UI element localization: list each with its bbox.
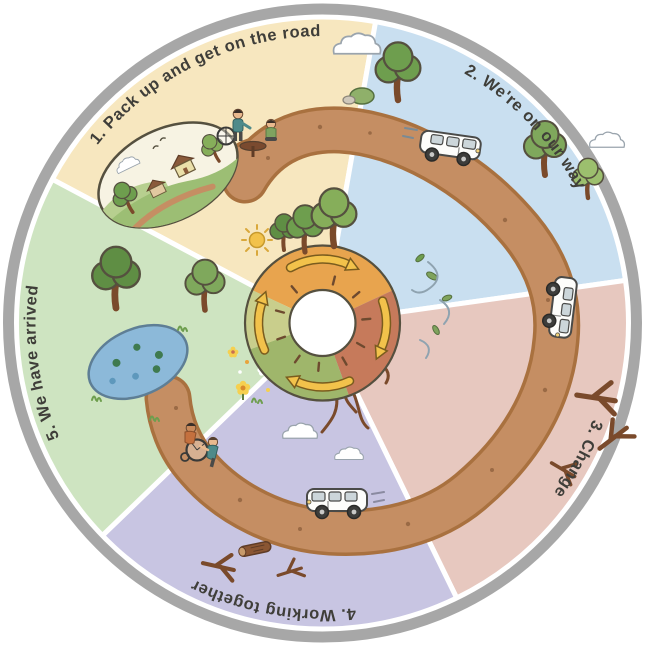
person-crouching-icon — [265, 118, 277, 141]
sun-icon — [241, 224, 273, 256]
wind-icon — [411, 261, 451, 359]
road-speckles — [174, 124, 550, 531]
hub-arc-orange — [252, 246, 393, 311]
motion-lines — [371, 491, 385, 503]
outer-ring — [3, 3, 642, 643]
leaves-icon — [415, 253, 453, 336]
people-at-table-icon — [216, 108, 277, 157]
house-icon — [170, 154, 197, 179]
flowers-icon — [227, 338, 272, 404]
pond-icon — [87, 323, 189, 401]
house-icon — [146, 179, 167, 199]
hub-outer-outline — [243, 244, 402, 402]
cycle-hub — [243, 244, 402, 402]
rock-icon — [342, 95, 356, 105]
wheelchair-people-icon — [180, 422, 219, 468]
hub-arc-green — [250, 333, 349, 400]
hub-arc-salmon — [332, 290, 400, 396]
hub-figure-marks — [274, 275, 372, 372]
birds-icon — [152, 137, 166, 150]
road-path — [148, 109, 577, 553]
cloud-icon — [589, 131, 626, 148]
hub-arc-light-green — [245, 290, 294, 350]
person-standing-icon — [232, 108, 252, 141]
cycle-arrows-icon — [253, 254, 392, 392]
hub-center-hole — [288, 288, 357, 358]
grass-icon — [91, 325, 188, 422]
motion-lines — [402, 127, 418, 139]
